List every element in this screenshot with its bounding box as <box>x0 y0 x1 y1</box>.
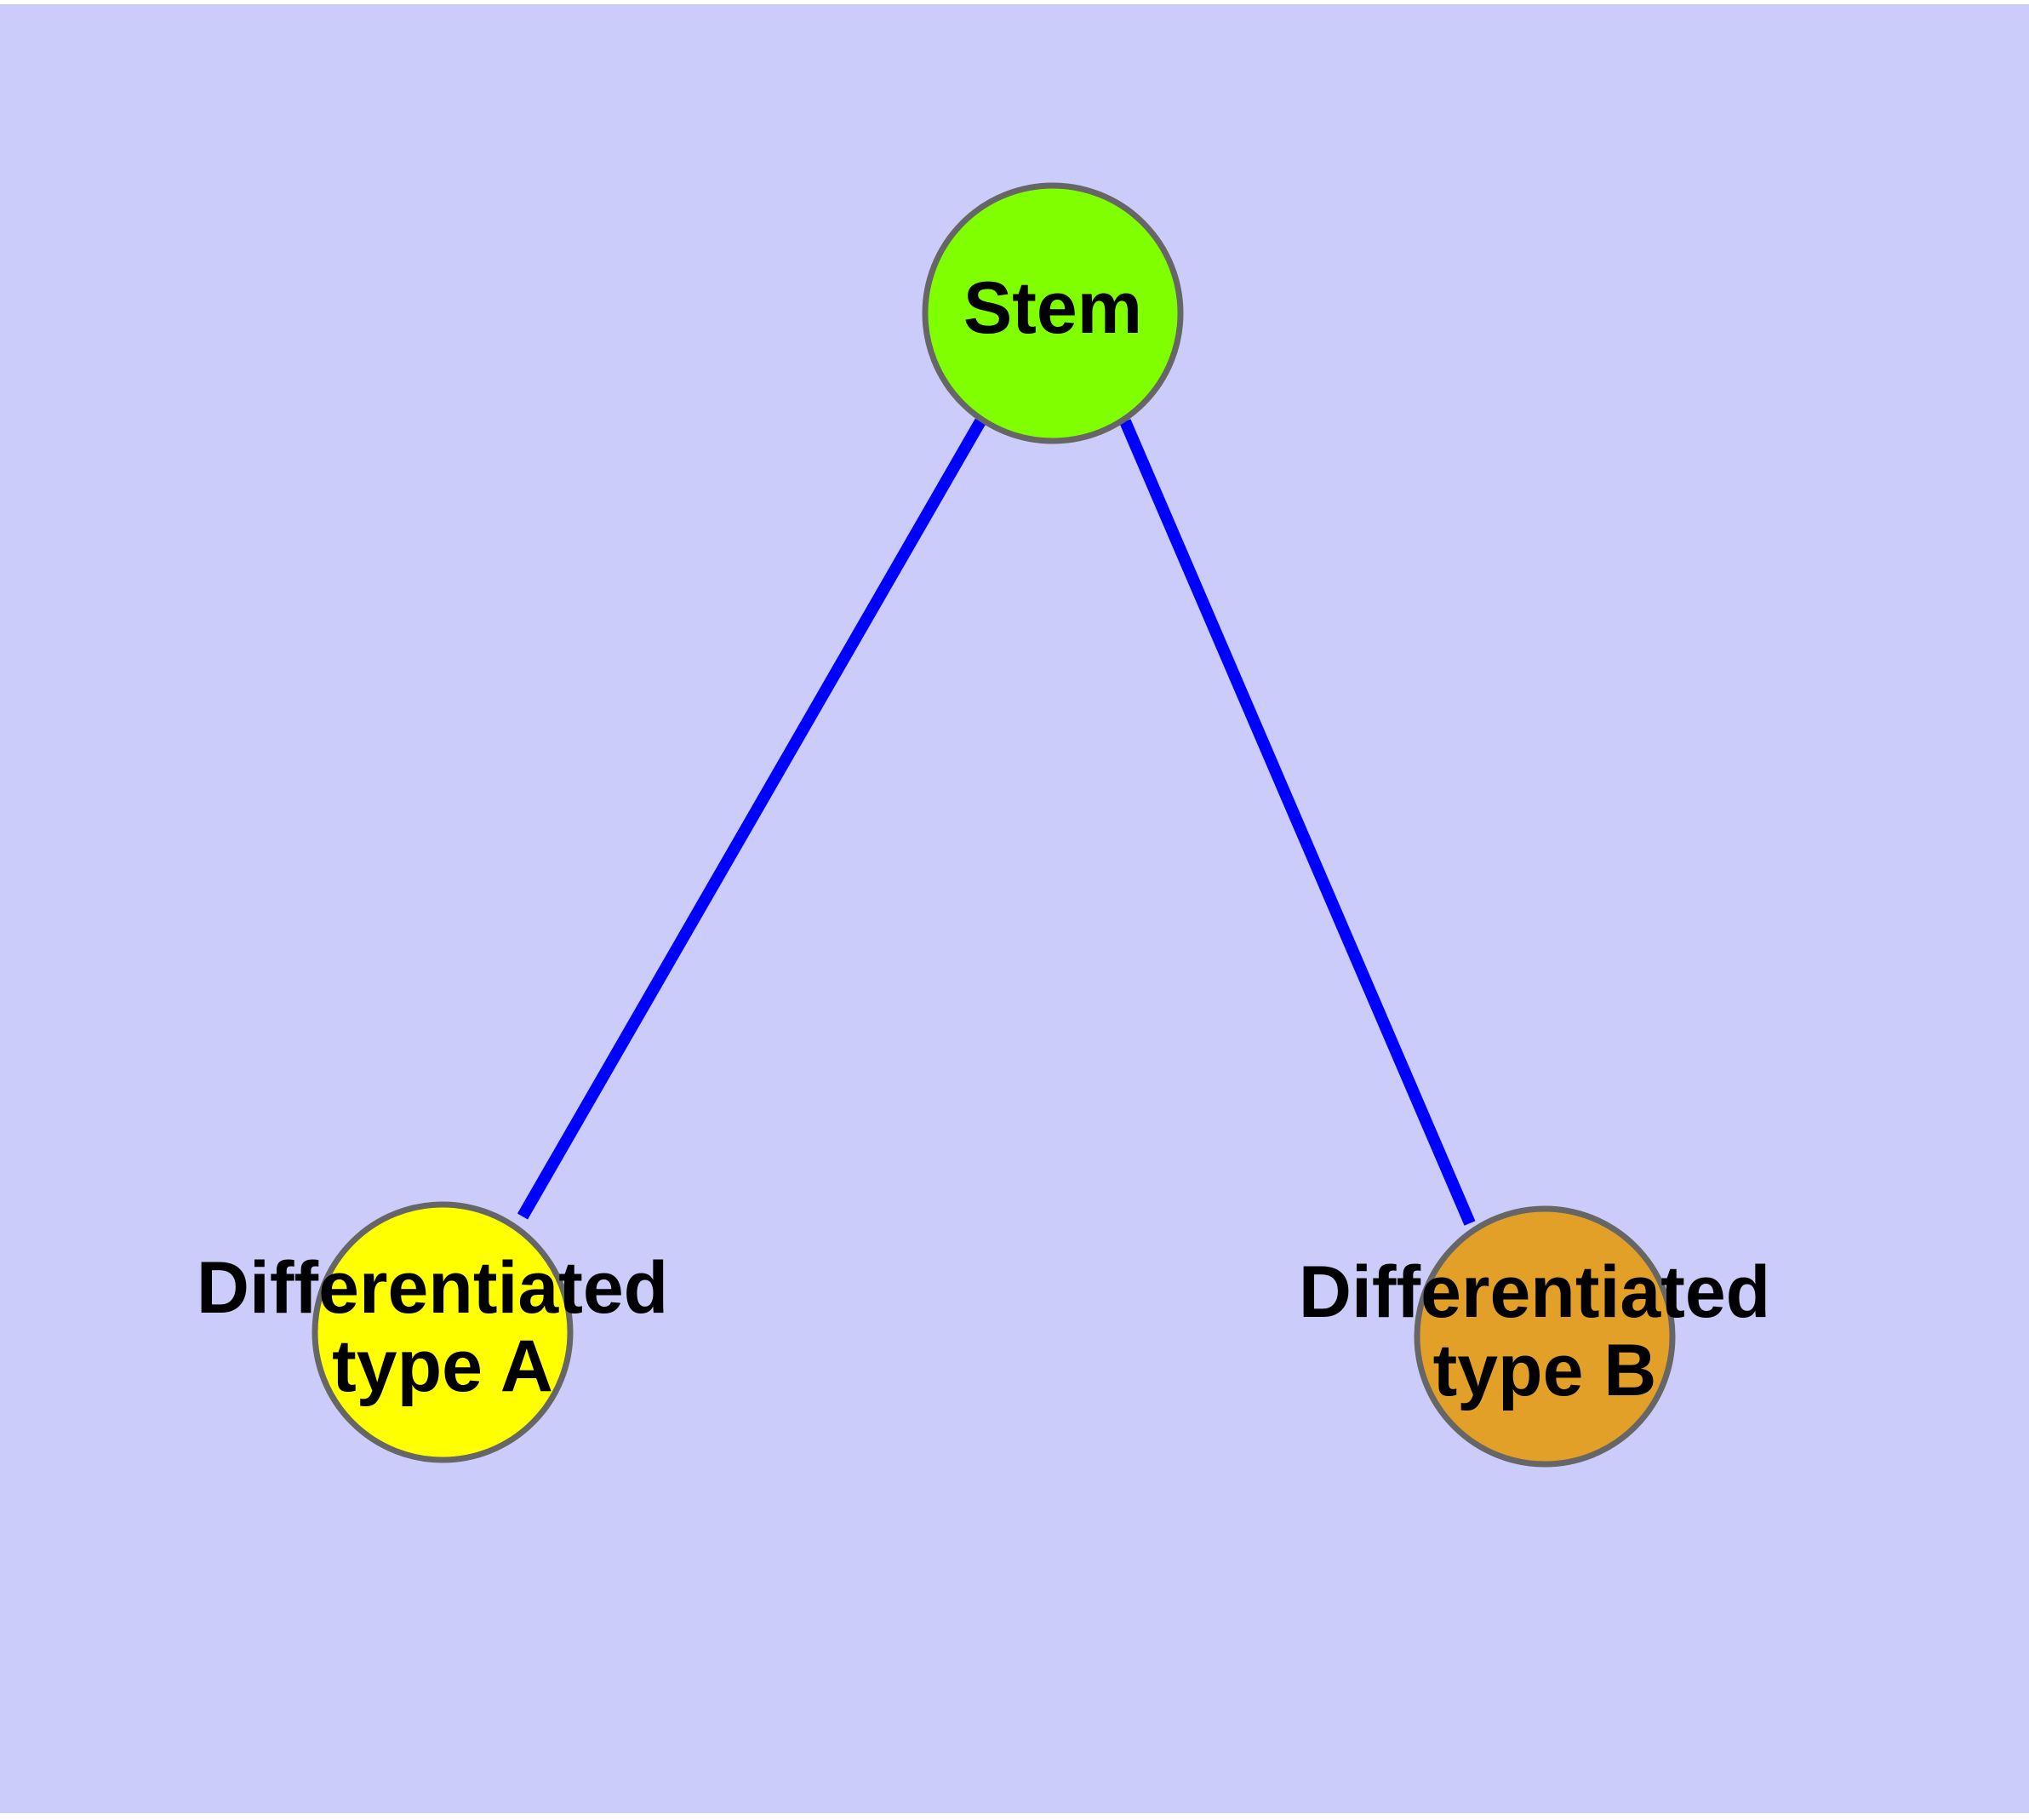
node-layer: Stem Differentiated type A Differentiate… <box>197 182 1791 1468</box>
edge-layer <box>517 418 1476 1226</box>
diagram-canvas: Stem Differentiated type A Differentiate… <box>0 4 2029 1813</box>
edge-stem-to-differentiated-type-a[interactable] <box>517 418 986 1220</box>
node-stem[interactable]: Stem <box>922 182 1184 444</box>
node-differentiated-type-b-circle[interactable] <box>1414 1205 1676 1468</box>
edge-stem-to-differentiated-type-b[interactable] <box>1119 419 1476 1226</box>
node-differentiated-type-b-label: Differentiated type B <box>1299 1251 1791 1411</box>
node-differentiated-type-a-label: Differentiated type A <box>197 1247 689 1407</box>
node-differentiated-type-a[interactable]: Differentiated type A <box>197 1201 689 1463</box>
node-differentiated-type-b[interactable]: Differentiated type B <box>1299 1205 1791 1468</box>
node-stem-circle[interactable] <box>922 182 1184 444</box>
node-differentiated-type-a-circle[interactable] <box>311 1201 574 1463</box>
node-stem-label: Stem <box>963 267 1142 349</box>
graph-svg: Stem Differentiated type A Differentiate… <box>197 182 1791 1468</box>
